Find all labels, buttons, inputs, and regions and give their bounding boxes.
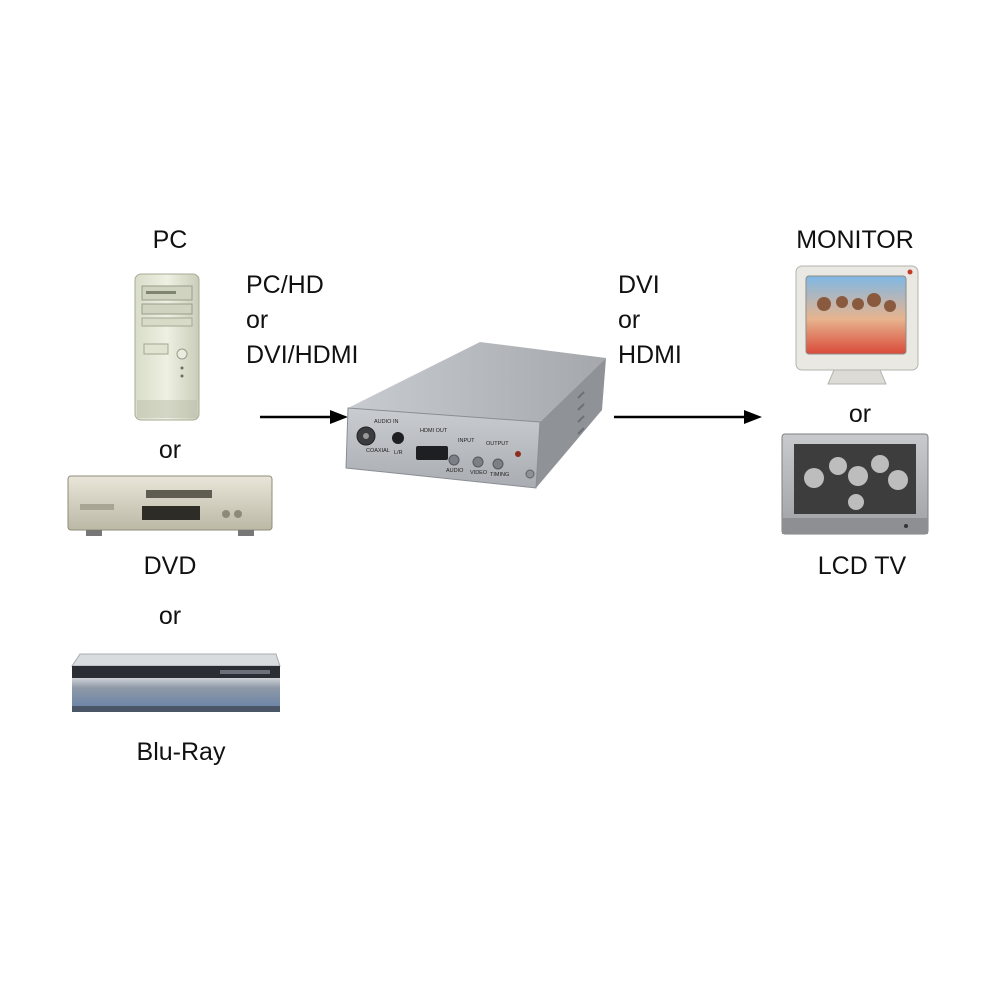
crt-monitor-image xyxy=(795,265,919,385)
bluray-player-image xyxy=(71,653,281,712)
input-signal-line-3: DVI/HDMI xyxy=(246,341,359,369)
label-audio: AUDIO xyxy=(446,468,464,474)
lcd-tv-label: LCD TV xyxy=(817,552,907,580)
dvd-player-image xyxy=(67,475,273,536)
output-arrow xyxy=(614,410,762,424)
or-label-1: or xyxy=(158,436,182,464)
label-video: VIDEO xyxy=(470,470,488,476)
label-timing: TIMING xyxy=(490,472,509,478)
bluray-label: Blu-Ray xyxy=(136,738,226,766)
input-arrow xyxy=(260,410,348,424)
or-label-3: or xyxy=(848,400,872,428)
input-signal-line-1: PC/HD xyxy=(246,271,324,299)
or-label-2: or xyxy=(158,602,182,630)
pc-label: PC xyxy=(152,226,188,254)
pc-tower-image xyxy=(134,273,200,421)
output-signal-line-1: DVI xyxy=(618,271,660,299)
output-signal-label: DVI or HDMI xyxy=(618,268,682,373)
label-coaxial: COAXIAL xyxy=(366,448,390,454)
label-audio-in: AUDIO IN xyxy=(374,419,398,425)
label-hdmi-out: HDMI OUT xyxy=(420,428,448,434)
label-lr: L/R xyxy=(394,450,403,456)
lcd-tv-image xyxy=(781,433,929,535)
label-input: INPUT xyxy=(458,438,475,444)
converter-device: AUDIO IN COAXIAL L/R HDMI OUT INPUT OUTP… xyxy=(345,342,606,489)
output-signal-line-3: HDMI xyxy=(618,341,682,369)
input-signal-line-2: or xyxy=(246,306,269,334)
monitor-label: MONITOR xyxy=(796,226,914,254)
input-signal-label: PC/HD or DVI/HDMI xyxy=(246,268,359,373)
output-signal-line-2: or xyxy=(618,306,641,334)
dvd-label: DVD xyxy=(143,552,197,580)
label-output: OUTPUT xyxy=(486,441,509,447)
